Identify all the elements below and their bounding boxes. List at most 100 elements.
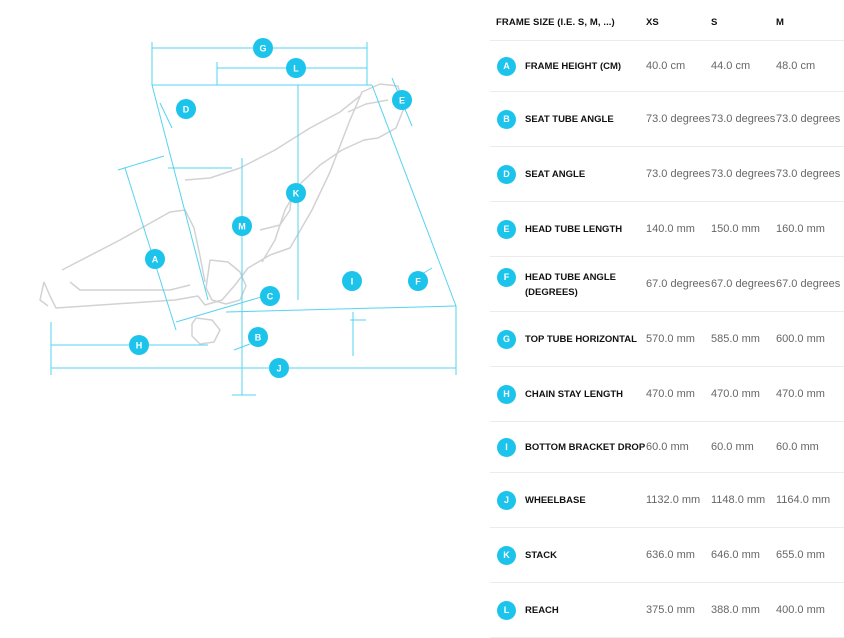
dimension-label-m: M [232, 216, 252, 236]
header-size-m: M [776, 16, 785, 28]
frame-geometry-diagram: G L D E K M A I F C H B J [0, 0, 470, 420]
dimension-label-i: I [342, 271, 362, 291]
geometry-name-cell: L REACH [490, 582, 646, 638]
letter-badge: E [497, 219, 516, 239]
value-cell: 470.0 mm [646, 366, 711, 422]
svg-text:A: A [152, 255, 159, 265]
value-cell: 375.0 mm [646, 582, 711, 638]
value-cell: 470.0 mm [776, 366, 844, 422]
value-cell: 140.0 mm [646, 201, 711, 257]
geometry-name: G TOP TUBE HORIZONTAL [490, 329, 646, 349]
dimension-label-j: J [269, 358, 289, 378]
value-cell: 160.0 mm [776, 201, 844, 257]
value-cell: 60.0 mm [711, 421, 776, 473]
value-cell: 73.0 degrees [776, 91, 844, 147]
header-size-xs: XS [646, 16, 659, 28]
dimension-label-k: K [286, 183, 306, 203]
letter-badge: J [497, 490, 516, 510]
dimension-label-l: L [286, 58, 306, 78]
letter-badge: F [497, 268, 516, 287]
value-cell: 60.0 mm [776, 421, 844, 473]
value-cell: 585.0 mm [711, 311, 776, 367]
letter-badge: D [497, 164, 516, 184]
dimension-label-a: A [145, 249, 165, 269]
svg-text:L: L [293, 64, 299, 74]
svg-text:H: H [136, 341, 143, 351]
dimension-label-f: F [408, 271, 428, 291]
frame-diagram-svg: G L D E K M A I F C H B J [39, 38, 457, 396]
letter-badge: G [497, 329, 516, 349]
value-cell: 470.0 mm [711, 366, 776, 422]
letter-badge: K [497, 545, 516, 565]
geometry-name-cell: F HEAD TUBE ANGLE (DEGREES) [490, 256, 646, 312]
value-cell: 60.0 mm [646, 421, 711, 473]
svg-text:K: K [293, 189, 300, 199]
geometry-name-cell: J WHEELBASE [490, 472, 646, 528]
header-frame-size: FRAME SIZE (I.E. S, M, ...) [496, 16, 615, 28]
value-cell: 73.0 degrees [711, 146, 776, 202]
value-cell: 44.0 cm [711, 40, 776, 92]
geometry-label: TOP TUBE HORIZONTAL [525, 333, 637, 345]
svg-text:J: J [276, 364, 281, 374]
geometry-label: HEAD TUBE ANGLE (DEGREES) [525, 272, 616, 298]
table-header-row: FRAME SIZE (I.E. S, M, ...) XS S M [490, 4, 844, 41]
value-cell: 67.0 degrees [646, 256, 711, 312]
letter-badge: I [497, 437, 516, 457]
dimension-label-h: H [129, 335, 149, 355]
value-cell: 636.0 mm [646, 527, 711, 583]
value-cell: 400.0 mm [776, 582, 844, 638]
geometry-name: J WHEELBASE [490, 490, 646, 510]
svg-text:M: M [238, 222, 246, 232]
letter-badge: B [497, 109, 516, 129]
value-cell: 388.0 mm [711, 582, 776, 638]
geometry-label: SEAT TUBE ANGLE [525, 113, 614, 125]
value-cell: 73.0 degrees [646, 91, 711, 147]
geometry-name: B SEAT TUBE ANGLE [490, 109, 646, 129]
value-cell: 150.0 mm [711, 201, 776, 257]
geometry-name-cell: D SEAT ANGLE [490, 146, 646, 202]
dimension-label-d: D [176, 99, 196, 119]
geometry-label: WHEELBASE [525, 494, 586, 506]
geometry-label: REACH [525, 604, 559, 616]
svg-text:D: D [183, 105, 190, 115]
value-cell: 48.0 cm [776, 40, 844, 92]
table-row: F HEAD TUBE ANGLE (DEGREES) 67.0 degrees 67… [490, 256, 844, 312]
value-cell: 67.0 degrees [776, 256, 844, 312]
letter-badge: L [497, 600, 516, 620]
dimension-lines [50, 42, 457, 396]
value-cell: 73.0 degrees [776, 146, 844, 202]
geometry-name: L REACH [490, 600, 646, 620]
svg-text:I: I [351, 277, 354, 287]
geometry-label: SEAT ANGLE [525, 168, 586, 180]
svg-text:B: B [255, 333, 262, 343]
dimension-label-g: G [253, 38, 273, 58]
geometry-label: CHAIN STAY LENGTH [525, 388, 624, 400]
svg-text:E: E [399, 96, 405, 106]
geometry-name-cell: G TOP TUBE HORIZONTAL [490, 311, 646, 367]
geometry-name: F HEAD TUBE ANGLE (DEGREES) [490, 268, 646, 300]
table-row: B SEAT TUBE ANGLE 73.0 degrees 73.0 degrees… [490, 91, 844, 147]
dimension-label-e: E [392, 90, 412, 110]
geometry-name-cell: B SEAT TUBE ANGLE [490, 91, 646, 147]
svg-text:C: C [267, 292, 274, 302]
value-cell: 600.0 mm [776, 311, 844, 367]
